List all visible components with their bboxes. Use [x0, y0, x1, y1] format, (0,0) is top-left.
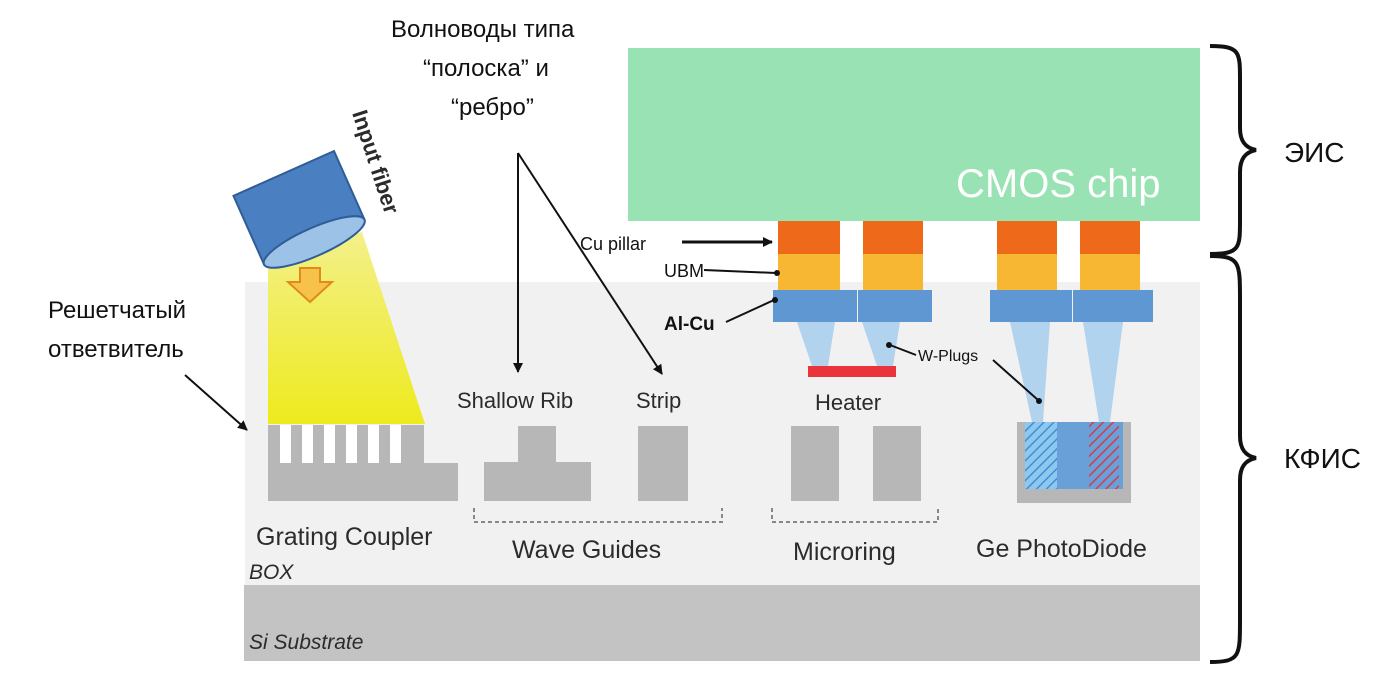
coupler-arrow [184, 374, 248, 431]
coupler-caption-line-1: Решетчатый [48, 297, 186, 324]
w-plug-diode-right [1083, 322, 1123, 422]
light-direction-arrow-icon [285, 267, 335, 304]
w-plug-diode-left [1010, 322, 1050, 422]
al-cu-pad-3 [990, 290, 1072, 322]
grating-coupler-label: Grating Coupler [256, 523, 432, 551]
ge-photodiode [1017, 422, 1131, 503]
wave-guides-label: Wave Guides [512, 536, 661, 564]
box-layer [245, 282, 1200, 585]
kfis-curly-brace [1209, 254, 1257, 664]
cmos-chip-label: CMOS chip [956, 162, 1161, 206]
box-label: BOX [249, 561, 294, 584]
strip-waveguide [638, 426, 688, 501]
cmos-chip [628, 48, 1200, 221]
ubm-2 [863, 254, 923, 290]
heater-element [808, 366, 896, 377]
cu-pillar-3 [997, 221, 1057, 254]
w-plugs-pointer-right-dot-icon [1036, 398, 1042, 404]
w-plugs-label: W-Plugs [918, 348, 978, 365]
ge-photodiode-label: Ge PhotoDiode [976, 535, 1147, 563]
al-cu-pad-1 [773, 290, 857, 322]
shallow-rib-label: Shallow Rib [457, 388, 573, 413]
waveguides-caption-line-3: “ребро” [451, 94, 534, 121]
waveguides-arrow-strip [517, 152, 663, 375]
grating-coupler [268, 425, 458, 501]
w-plugs-pointer-right [992, 359, 1039, 401]
ubm-4 [1080, 254, 1140, 290]
kfis-label: КФИС [1284, 443, 1361, 474]
al-cu-pad-2 [858, 290, 932, 322]
coupler-caption-line-2: ответвитель [48, 336, 184, 363]
eis-curly-brace [1209, 44, 1257, 256]
waveguides-caption-line-1: Волноводы типа [391, 16, 575, 43]
wave-guides-bracket [473, 508, 723, 523]
microring-left-waveguide [791, 426, 839, 501]
ubm-pointer-dot-icon [774, 270, 780, 276]
si-substrate-label: Si Substrate [249, 631, 363, 654]
strip-label: Strip [636, 388, 681, 413]
al-cu-pointer [725, 299, 775, 323]
input-fiber-icon [232, 149, 366, 269]
w-plugs-pointer-left [889, 344, 917, 356]
waveguides-caption-line-2: “полоска” и [423, 55, 549, 82]
si-substrate-layer [244, 585, 1200, 661]
ubm-label: UBM [664, 261, 704, 281]
ubm-pointer [703, 269, 777, 274]
w-plug-heater-right [862, 322, 900, 366]
cu-pillar-1 [778, 221, 840, 254]
microring-label: Microring [793, 538, 896, 566]
cu-pillar-4 [1080, 221, 1140, 254]
microring-right-waveguide [873, 426, 921, 501]
al-cu-pad-4 [1073, 290, 1153, 322]
microring-bracket [771, 508, 939, 523]
al-cu-label: Al-Cu [664, 314, 715, 335]
cu-pillar-2 [863, 221, 923, 254]
eis-label: ЭИС [1284, 137, 1344, 168]
w-plug-heater-left [797, 322, 835, 366]
ubm-3 [997, 254, 1057, 290]
heater-label: Heater [815, 390, 881, 415]
al-cu-pointer-dot-icon [772, 297, 778, 303]
w-plugs-pointer-left-dot-icon [886, 342, 892, 348]
ubm-1 [778, 254, 840, 290]
cu-pillar-label: Cu pillar [580, 234, 646, 254]
shallow-rib-waveguide [484, 426, 591, 501]
